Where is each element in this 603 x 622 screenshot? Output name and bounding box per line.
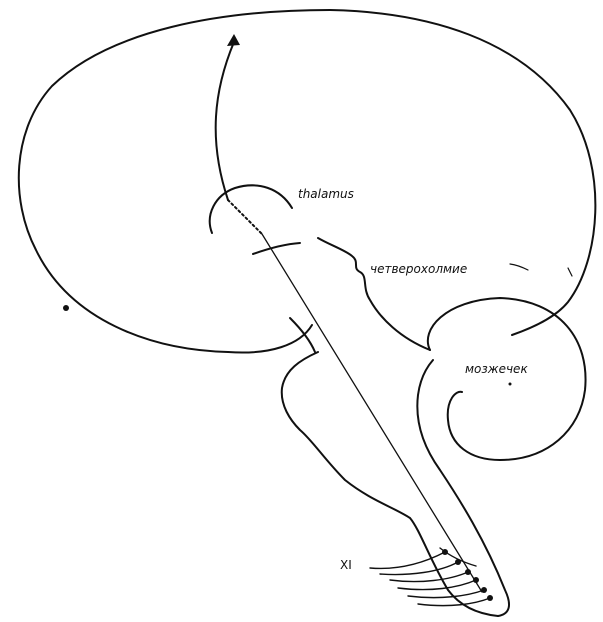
nerve-fiber-1 [370,552,445,568]
dot-marker [63,305,69,311]
label-thalamus: thalamus [298,187,354,201]
pathway-descending-line [262,234,482,592]
nerve-fiber-5 [408,590,484,598]
midbrain-segment [253,243,300,254]
label-cerebellum: мозжечек [465,362,528,376]
pathway-dotted-segment [228,200,262,234]
brainstem-left-outline [282,352,498,616]
label-quadrigemina: четверохолмие [370,262,467,276]
pathway-arc [216,42,234,200]
nerve-fiber-6 [418,598,490,606]
cerebrum-outline [19,10,596,353]
quadrigemina-outline [318,238,430,350]
arrowhead-icon [227,34,240,46]
thalamus-outline [210,185,292,233]
small-dot-marker [509,383,512,386]
tick-mark-2 [568,268,572,276]
label-nerve-xi: XI [340,558,352,572]
brainstem-right-outline [417,360,509,616]
cerebellum-outline [428,298,586,460]
nerve-fiber-3 [390,572,468,582]
tick-mark [510,264,528,270]
